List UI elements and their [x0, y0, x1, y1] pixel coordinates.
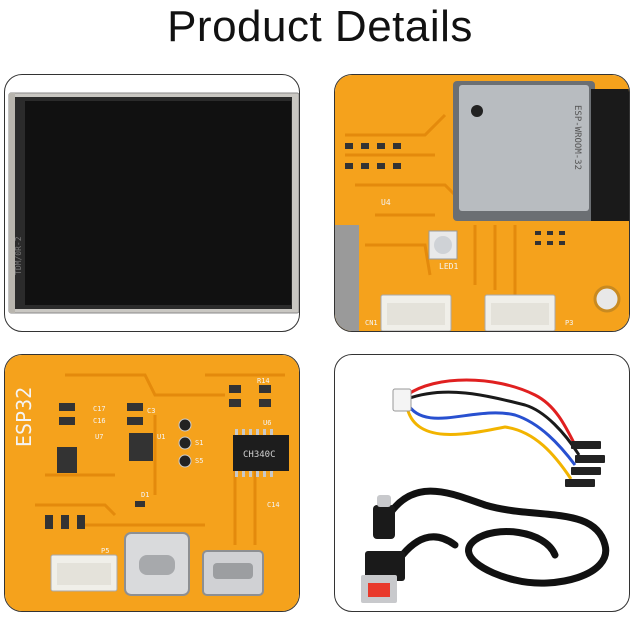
c3-label: C3 — [147, 407, 155, 415]
u6-label: U6 — [263, 419, 271, 427]
module-marking: ESP-WROOM-32 — [572, 105, 582, 170]
p5-label: P5 — [101, 547, 109, 555]
board-panel: ESP32 CH340C C17 C16 U7 C3 U1 S1 S5 D1 — [4, 354, 300, 612]
r14-label: R14 — [257, 377, 270, 385]
esp32-module — [459, 85, 589, 211]
ch340c-chip — [233, 435, 289, 471]
u1-label: U1 — [157, 433, 165, 441]
screen-panel: TDM/0R-2 — [4, 74, 300, 332]
led-label: LED1 — [439, 262, 458, 271]
u7-label: U7 — [95, 433, 103, 441]
c14-label: C14 — [267, 501, 280, 509]
esp32-marking: ESP32 — [12, 387, 36, 447]
c16-label: C16 — [93, 417, 106, 425]
page-title: Product Details — [167, 2, 473, 51]
chip-marking: CH340C — [243, 450, 276, 460]
module-panel: ESP-WROOM-32 LED1 U4 CN1 P3 — [334, 74, 630, 332]
u4-label: U4 — [381, 198, 391, 207]
screen-label: TDM/0R-2 — [14, 236, 23, 275]
c17-label: C17 — [93, 405, 106, 413]
cables-panel — [334, 354, 630, 612]
lcd-display — [25, 101, 291, 305]
s1-label: S1 — [195, 439, 203, 447]
jumper-cable — [405, 378, 581, 480]
cn1-label: CN1 — [365, 319, 378, 327]
s5-label: S5 — [195, 457, 203, 465]
usb-c-cable — [385, 487, 610, 587]
d1-label: D1 — [141, 491, 149, 499]
p3-label: P3 — [565, 319, 573, 327]
